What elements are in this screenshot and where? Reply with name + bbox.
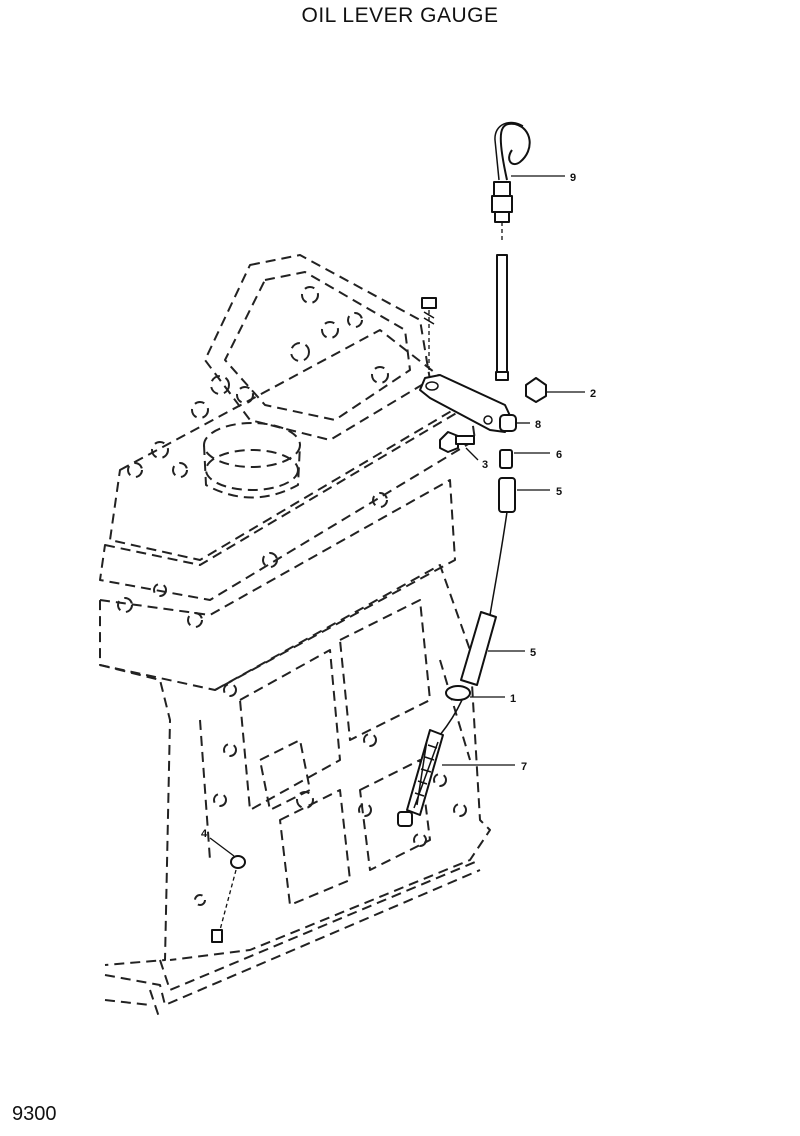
callout-8: 8 [535, 419, 541, 431]
callout-2: 2 [590, 388, 596, 400]
engine-block-outline [99, 254, 491, 1021]
gauge-bracket [419, 297, 547, 453]
callout-5-lower: 5 [530, 647, 536, 659]
callout-9: 9 [570, 172, 576, 184]
callout-1: 1 [510, 693, 516, 705]
callout-4: 4 [201, 828, 208, 840]
callout-3: 3 [482, 459, 488, 471]
callout-7: 7 [521, 761, 527, 773]
callout-5-upper: 5 [556, 486, 562, 498]
page-number: 9300 [12, 1103, 57, 1125]
callout-labels: 9 2 8 3 6 5 5 1 7 4 [201, 172, 596, 840]
page-title: OIL LEVER GAUGE [301, 4, 499, 27]
dipstick-assembly [491, 121, 531, 381]
leader-lines [209, 175, 585, 857]
callout-6: 6 [556, 449, 562, 461]
gauge-tube-parts [211, 449, 516, 943]
